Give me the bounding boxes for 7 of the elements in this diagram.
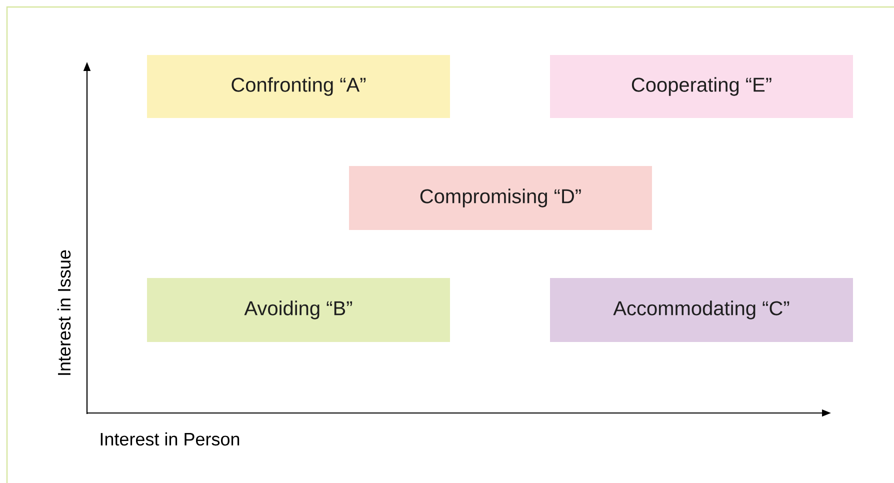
- style-box: Compromising “D”: [349, 166, 652, 230]
- style-box: Accommodating “C”: [550, 278, 853, 342]
- style-box: Avoiding “B”: [147, 278, 450, 342]
- style-box: Confronting “A”: [147, 55, 450, 118]
- axis-label: Interest in Person: [100, 432, 240, 446]
- axis-label: Interest in Issue: [57, 250, 71, 375]
- style-box: Cooperating “E”: [550, 55, 853, 118]
